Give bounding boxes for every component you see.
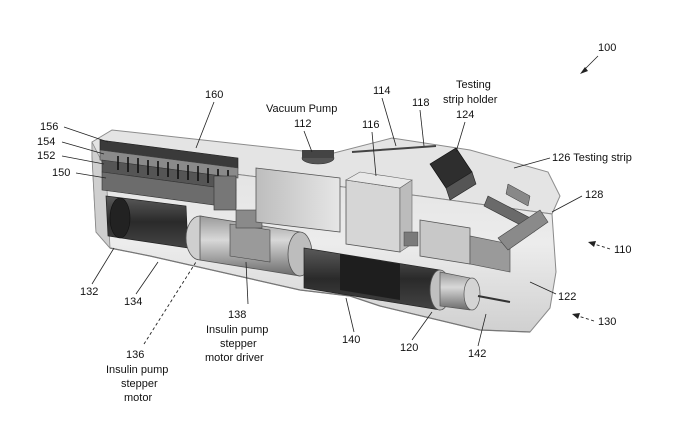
- label-116: 116: [362, 119, 380, 131]
- label-114: 114: [373, 85, 391, 97]
- label-138: 138: [228, 309, 246, 321]
- circuit-board-stack: [99, 139, 239, 211]
- label-128: 128: [585, 189, 603, 201]
- vacuum-pump: [255, 150, 341, 233]
- label-driver-line2: stepper: [220, 338, 257, 350]
- arrow-130: [577, 315, 595, 322]
- label-154: 154: [37, 136, 55, 148]
- insulin-reservoir-syringe: [303, 247, 511, 311]
- right-mechanism: [403, 209, 549, 273]
- label-140: 140: [342, 334, 360, 346]
- tube-114: [351, 145, 437, 153]
- label-testing-strip-holder-line2: strip holder: [443, 94, 498, 106]
- insulin-pump-motor-assembly: [185, 209, 313, 277]
- label-136: 136: [126, 349, 144, 361]
- label-driver-line3: motor driver: [205, 352, 264, 364]
- label-118: 118: [412, 97, 430, 109]
- labels: 100 156 154 152 150 160 Vacuum Pump 112 …: [37, 42, 632, 404]
- battery-block: [105, 195, 189, 249]
- label-driver-line1: Insulin pump: [206, 324, 268, 336]
- label-122: 122: [558, 291, 576, 303]
- label-150: 150: [52, 167, 70, 179]
- label-motor-line1: Insulin pump: [106, 364, 168, 376]
- arrow-100: [583, 55, 599, 71]
- label-120: 120: [400, 342, 418, 354]
- leader-136: [143, 261, 197, 345]
- label-motor-line3: motor: [124, 392, 152, 404]
- label-motor-line2: stepper: [121, 378, 158, 390]
- label-112: 112: [294, 118, 312, 130]
- label-134: 134: [124, 296, 142, 308]
- label-152: 152: [37, 150, 55, 162]
- label-132: 132: [80, 286, 98, 298]
- label-124: 124: [456, 109, 474, 121]
- arrow-110: [593, 243, 611, 250]
- label-156: 156: [40, 121, 58, 133]
- label-testing-strip-holder-line1: Testing: [456, 79, 491, 91]
- label-110: 110: [614, 244, 632, 256]
- label-130: 130: [598, 316, 616, 328]
- label-126-testing-strip: 126 Testing strip: [552, 152, 632, 164]
- label-100: 100: [598, 42, 616, 54]
- label-160: 160: [205, 89, 223, 101]
- testing-strip-holder: [429, 147, 477, 201]
- label-142: 142: [468, 348, 486, 360]
- arrowhead-100: [580, 67, 588, 74]
- label-vacuum-pump: Vacuum Pump: [266, 103, 337, 115]
- middle-housing-block: [345, 171, 413, 253]
